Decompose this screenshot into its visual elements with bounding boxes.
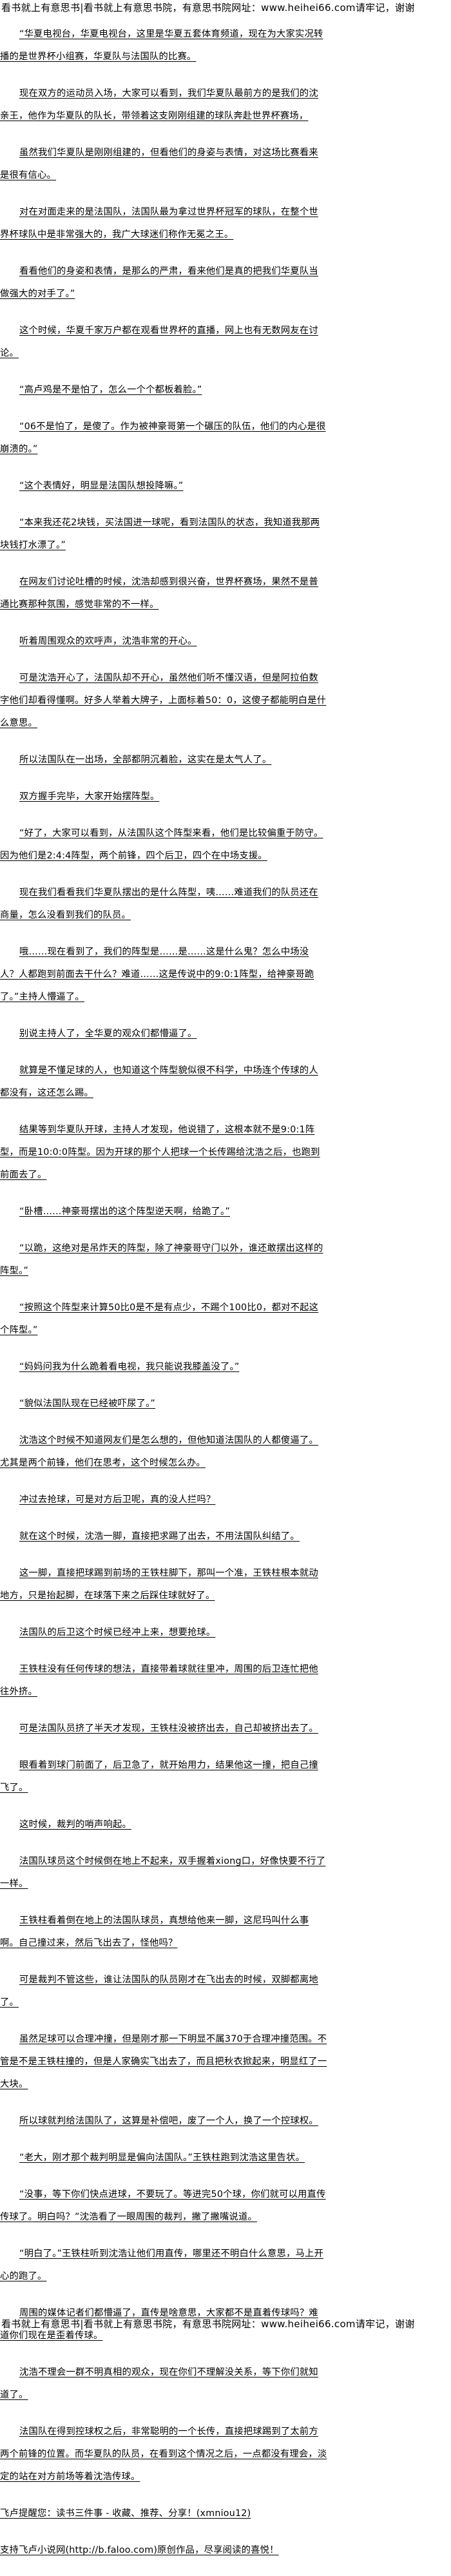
paragraph: “本来我还花2块钱，买法国进一球呢，看到法国队的状态，我知道我那两块钱打水漂了。… — [0, 518, 320, 550]
site-banner-bottom: 看书就上有意思书|看书就上有意思书院，有意思书院网址：www.heihei66.… — [1, 2318, 415, 2330]
paragraph: 看看他们的身姿和表情，是那么的严肃，看来他们是真的把我们华夏队当做强大的对手了。… — [0, 266, 318, 299]
paragraph: “好了，大家可以看到，从法国队这个阵型来看，他们是比较偏重于防守。因为他们是2:… — [0, 828, 323, 861]
paragraph: 王铁柱看着倒在地上的法国队球员，真想给他来一脚，这尼玛叫什么事啊。自己撞过来，然… — [0, 1915, 309, 1948]
paragraph: 可是法国队员挤了半天才发现，王铁柱没被挤出去，自己却被挤出去了。 — [19, 1723, 318, 1734]
paragraph: 法国队球员这个时候倒在地上不起来，双手握着xiong口，好像快要不行了一样。 — [0, 1856, 326, 1889]
paragraph: 法国队在得到控球权之后，非常聪明的一个长传，直接把球踢到了太前方两个前锋的位置。… — [0, 2426, 327, 2482]
paragraph: “这个表情好，明显是法国队想投降嘛。” — [19, 481, 184, 491]
paragraph: 别说主持人了，全华夏的观众们都懵逼了。 — [19, 1029, 197, 1039]
paragraph: 这个时候，华夏千家万户都在观看世界杯的直播，网上也有无数网友在讨论。 — [0, 325, 318, 358]
paragraph: 现在我们看看我们华夏队摆出的是什么阵型，咦……难道我们的队员还在商量，怎么没看到… — [0, 887, 318, 920]
paragraph-list: “华夏电视台，华夏电视台，这里是华夏五套体育频道，现在为大家实况转播的是世界杯小… — [0, 23, 327, 2488]
paragraph: “没事，等下你们快点进球，不要玩了。等进完50个球，你们就可以用直传传球了。明白… — [0, 2189, 326, 2222]
paragraph: 现在双方的运动员入场，大家可以看到，我们华夏队最前方的是我们的沈亲王，他作为华夏… — [0, 88, 318, 121]
paragraph: “貌似法国队现在已经被吓尿了。” — [19, 1399, 156, 1409]
paragraph: 王铁柱没有任何传球的想法，直接带着球就往里冲，周围的后卫连忙把他往外挤。 — [0, 1664, 318, 1697]
paragraph: “高卢鸡是不是怕了，怎么一个个都板着脸。” — [19, 385, 202, 395]
footer-reminder: 飞卢提醒您：读书三件事 - 收藏、推荐、分享！(xmniou12) — [0, 2508, 251, 2519]
paragraph: 虽然我们华夏队是刚刚组建的，但看他们的身姿与表情，对这场比赛看来是很有信心。 — [0, 148, 318, 180]
paragraph: 虽然足球可以合理冲撞，但是刚才那一下明显不属370于合理冲撞范围。不管是不是王铁… — [0, 2034, 327, 2089]
paragraph: 所以球就判给法国队了，这算是补偿吧，废了一个人，换了一个控球权。 — [19, 2116, 318, 2126]
footer-support-link[interactable]: 支持飞卢小说网(http://b.faloo.com)原创作品，尽享阅读的喜悦！ — [0, 2545, 279, 2555]
paragraph: 法国队的后卫这个时候已经冲上来，想要抢球。 — [19, 1627, 216, 1638]
paragraph: 这一脚，直接把球踢到前场的王铁柱脚下，那叫一个准，王铁柱根本就动地方，只是抬起脚… — [0, 1568, 318, 1601]
paragraph: “妈妈问我为什么跪着看电视，我只能说我膝盖没了。” — [19, 1362, 240, 1372]
paragraph: 在网友们讨论吐槽的时候，沈浩却感到很兴奋，世界杯赛场，果然不是普通比赛那种氛围，… — [0, 577, 318, 610]
paragraph: 可是沈浩开心了，法国队却不开心，虽然他们听不懂汉语，但是阿拉伯数字他们却看得懂啊… — [0, 673, 327, 728]
chapter-footer: 飞卢提醒您：读书三件事 - 收藏、推荐、分享！(xmniou12) 支持飞卢小说… — [0, 2503, 327, 2562]
paragraph: 眼看着到球门前面了，后卫急了，就开始用力，结果他这一撞，把自己撞飞了。 — [0, 1760, 318, 1793]
paragraph: 这时候，裁判的哨声响起。 — [19, 1819, 131, 1830]
paragraph: 沈浩这个时候不知道网友们是怎么想的，但他知道法国队的人都傻逼了。尤其是两个前锋，… — [0, 1435, 318, 1468]
paragraph: 冲过去抢球，可是对方后卫呢，真的没人拦吗？ — [19, 1495, 216, 1505]
paragraph: 结果等到华夏队开球，主持人才发现，他说错了，这根本就不是9:0:1阵型，而是10… — [0, 1125, 320, 1180]
paragraph: 就算是不懂足球的人，也知道这个阵型貌似很不科学，中场连个传球的人都没有，这还怎么… — [0, 1065, 318, 1098]
paragraph: 听着周围观众的欢呼声，沈浩非常的开心。 — [19, 636, 197, 646]
chapter-content: “华夏电视台，华夏电视台，这里是华夏五套体育频道，现在为大家实况转播的是世界杯小… — [0, 23, 327, 2576]
paragraph: 就在这个时候，沈浩一脚，直接把求踢了出去，不用法国队纠结了。 — [19, 1531, 300, 1542]
paragraph: “以跪，这绝对是吊炸天的阵型，除了神豪哥守门以外，谁还敢摆出这样的阵型。” — [0, 1243, 323, 1276]
paragraph: “华夏电视台，华夏电视台，这里是华夏五套体育频道，现在为大家实况转播的是世界杯小… — [0, 29, 323, 62]
paragraph: “06不是怕了，是傻了。作为被神豪哥第一个碾压的队伍，他们的内心是很崩溃的。” — [0, 421, 326, 454]
paragraph: 沈浩不理会一群不明真相的观众，现在你们不理解没关系，等下你们就知道了。 — [0, 2367, 318, 2400]
paragraph: “按照这个阵型来计算50比0是不是有点少，不踢个100比0，都对不起这个阵型。” — [0, 1303, 319, 1335]
paragraph: “明白了。”王铁柱听到沈浩让他们用直传，哪里还不明白什么意思，马上开心的跑了。 — [0, 2249, 323, 2281]
paragraph: 对在对面走来的是法国队，法国队最为拿过世界杯冠军的球队，在整个世界杯球队中是非常… — [0, 207, 318, 240]
paragraph: 哦……现在看到了，我们的阵型是……是……这是什么鬼？怎么中场没人？人都跑到前面去… — [0, 947, 314, 1002]
paragraph: “老大，刚才那个裁判明显是偏向法国队。”王铁柱跑到沈浩这里告状。 — [19, 2153, 305, 2163]
site-banner-top: 看书就上有意思书|看书就上有意思书院，有意思书院网址：www.heihei66.… — [1, 2, 415, 14]
paragraph: 可是裁判不管这些，谁让法国队的队员刚才在飞出去的时候，双脚都离地了。 — [0, 1975, 318, 2008]
paragraph: “卧槽……神豪哥摆出的这个阵型逆天啊，给跪了。” — [19, 1206, 230, 1217]
paragraph: 所以法国队在一出场，全部都阴沉着脸，这实在是太气人了。 — [19, 755, 272, 765]
paragraph: 双方握手完毕，大家开始摆阵型。 — [19, 791, 160, 802]
